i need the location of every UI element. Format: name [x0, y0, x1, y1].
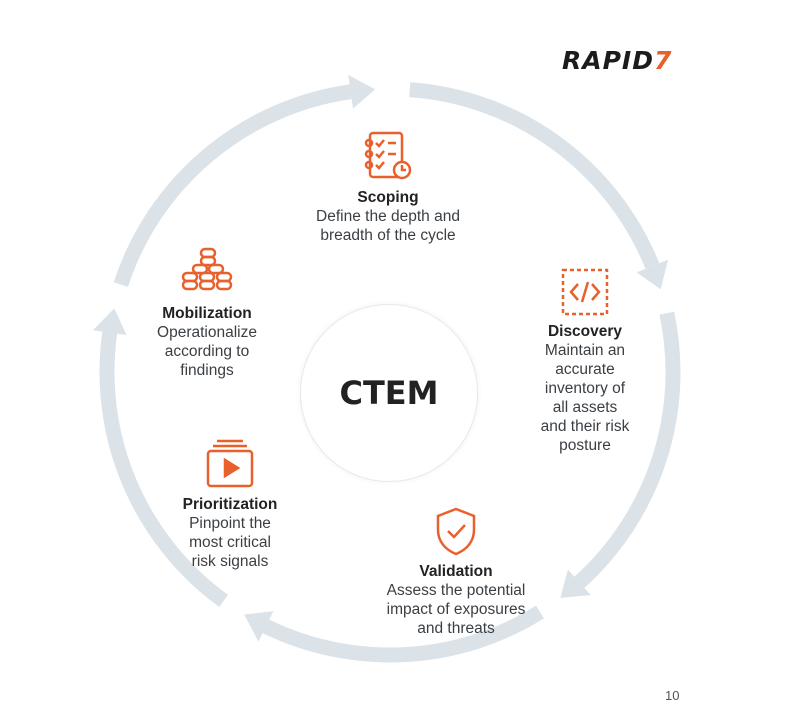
stage-title: Scoping: [357, 189, 419, 206]
logo-mark: 7: [653, 46, 673, 75]
ring-arc: [99, 331, 229, 608]
stage-description: Pinpoint the most critical risk signals: [189, 515, 271, 570]
stage-title: Validation: [419, 563, 493, 580]
stage-mobilization: Mobilization Operationalize according to…: [97, 246, 317, 380]
stage-description: Define the depth and breadth of the cycl…: [316, 208, 460, 244]
coin-stacks-icon: [181, 247, 233, 291]
stage-discovery: Discovery Maintain an accurate inventory…: [475, 268, 695, 455]
stage-description: Operationalize according to findings: [157, 324, 257, 379]
stage-description: Maintain an accurate inventory of all as…: [540, 342, 630, 454]
stage-title: Discovery: [547, 323, 623, 340]
ring-arc: [113, 84, 352, 287]
stage-description: Assess the potential impact of exposures…: [386, 582, 526, 637]
ring-arrowhead: [348, 74, 376, 109]
stage-title: Mobilization: [162, 305, 252, 322]
ring-arrowhead: [560, 569, 591, 599]
ring-arrowhead: [92, 308, 127, 335]
stage-prioritization: Prioritization Pinpoint the most critica…: [120, 437, 340, 571]
center-circle: CTEM: [300, 304, 478, 482]
checklist-clock-icon: [364, 131, 412, 180]
page-number: 10: [665, 688, 680, 703]
code-brackets-icon: [561, 268, 609, 316]
ring-arc: [262, 605, 544, 663]
ring-arrowhead: [636, 259, 669, 290]
rapid7-logo: RAPID7: [562, 46, 672, 75]
ring-arrowhead: [244, 611, 274, 642]
stage-scoping: Scoping Define the depth and breadth of …: [278, 130, 498, 245]
center-label: CTEM: [339, 374, 439, 412]
play-stack-icon: [206, 439, 254, 488]
ring-arc: [574, 311, 681, 588]
stage-validation: Validation Assess the potential impact o…: [346, 506, 566, 638]
stage-title: Prioritization: [182, 496, 278, 513]
logo-text: RAPID: [562, 46, 654, 75]
shield-check-icon: [436, 507, 476, 556]
ring-arc: [409, 82, 660, 269]
